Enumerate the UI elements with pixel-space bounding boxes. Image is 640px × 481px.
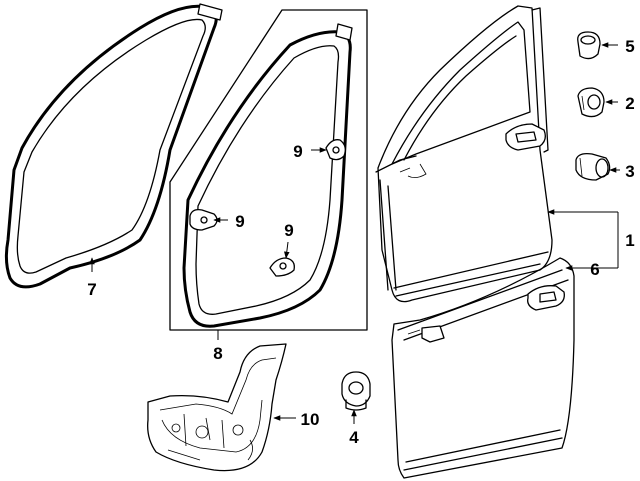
bumper-part-4 (341, 371, 371, 411)
front-door-part-1 (375, 5, 553, 303)
door-weatherstrip-part-8 (169, 9, 368, 331)
cap-part-2 (577, 87, 605, 118)
clip-9-upper (325, 139, 346, 161)
stopper-part-3 (575, 152, 611, 181)
callout-9-middle: 9 (235, 212, 244, 231)
clip-9-lower (269, 257, 295, 277)
plug-part-5 (577, 31, 601, 60)
leader-9-lower (284, 241, 290, 259)
water-shield-part-10 (147, 343, 287, 472)
callout-6: 6 (590, 260, 599, 279)
callout-1: 1 (625, 231, 634, 250)
clip-9-middle (189, 208, 218, 231)
callout-5: 5 (625, 37, 634, 56)
callout-4: 4 (349, 428, 359, 447)
callout-9-upper: 9 (293, 142, 302, 161)
callout-7: 7 (87, 280, 96, 299)
callout-2: 2 (625, 94, 634, 113)
door-shell-part-6 (391, 257, 575, 479)
callout-10: 10 (301, 410, 320, 429)
callout-8: 8 (213, 344, 222, 363)
weatherstrip-part-7 (4, 3, 223, 289)
callout-3: 3 (625, 162, 634, 181)
callout-9-lower: 9 (284, 221, 293, 240)
